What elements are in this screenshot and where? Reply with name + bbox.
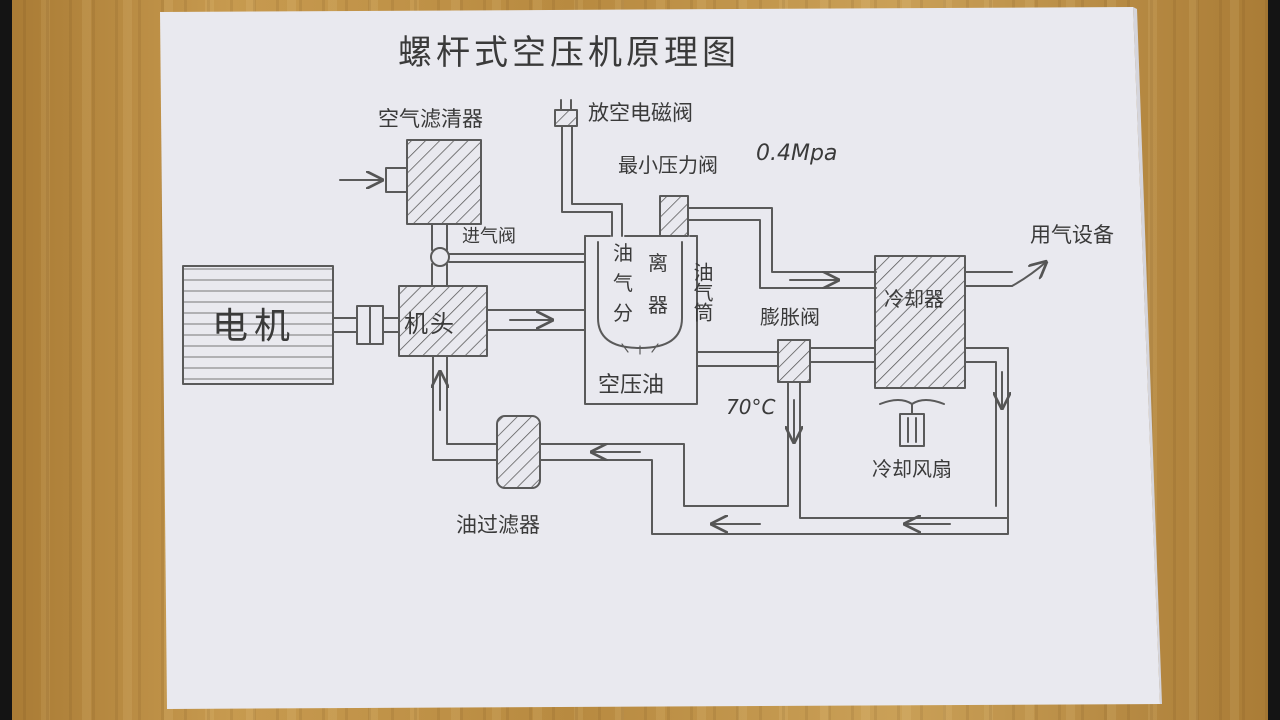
compressor-oil-label: 空压油: [598, 373, 664, 398]
motor: [182, 265, 334, 385]
motor-label: 电机: [212, 306, 296, 347]
right-border: [1268, 0, 1280, 720]
separator-gas-char: 气: [613, 271, 633, 295]
temperature-label: 70°C: [726, 395, 775, 419]
cooled-oil-pipe: [539, 361, 1008, 535]
coupling: [332, 305, 400, 345]
cooler-label: 冷却器: [884, 287, 944, 311]
airend: [398, 285, 488, 357]
tank-label: 油气筒: [690, 262, 714, 322]
compressed-air-pipe: [687, 207, 877, 289]
vent-solenoid-label: 放空电磁阀: [588, 101, 693, 125]
intake-valve-label: 进气阀: [462, 226, 516, 247]
cooling-fan: [879, 399, 945, 447]
expansion-valve: [777, 339, 811, 383]
min-pressure-value: 0.4Mpa: [756, 141, 837, 166]
min-pressure-valve: [659, 195, 689, 237]
intake-valve: [430, 247, 450, 267]
air-outlet-pipe: [964, 271, 1013, 287]
paper-sheet-shade: [1133, 7, 1162, 704]
air-equipment-label: 用气设备: [1030, 223, 1114, 247]
cooling-fan-label: 冷却风扇: [872, 457, 952, 481]
separator-qi-char: 器: [648, 293, 668, 317]
oil-level-sparks: [621, 343, 659, 355]
air-outlet-arrow: [1011, 262, 1046, 287]
oil-filter-label: 油过滤器: [456, 513, 540, 537]
hot-oil-pipe: [696, 347, 876, 367]
airend-discharge-pipe: [486, 309, 586, 331]
left-border: [0, 0, 12, 720]
air-filter-label: 空气滤清器: [378, 107, 483, 131]
cooler: [874, 255, 966, 389]
air-filter: [385, 139, 482, 225]
oil-filter: [496, 415, 541, 489]
min-pressure-valve-label: 最小压力阀: [618, 153, 718, 177]
vent-solenoid-valve: [554, 99, 578, 127]
expansion-valve-label: 膨胀阀: [760, 305, 820, 329]
separator-split-char: 分: [613, 301, 633, 325]
separator-li-char: 离: [648, 251, 668, 275]
airend-label: 机头: [404, 310, 456, 338]
oil-gas-tank: [584, 235, 698, 405]
vent-line: [561, 125, 623, 237]
intake-pipe: [431, 223, 448, 287]
diagram-title: 螺杆式空压机原理图: [398, 33, 740, 73]
intake-control-line: [448, 253, 586, 263]
separator-oil-char: 油: [613, 241, 633, 265]
oil-to-airend-pipe: [433, 355, 498, 461]
